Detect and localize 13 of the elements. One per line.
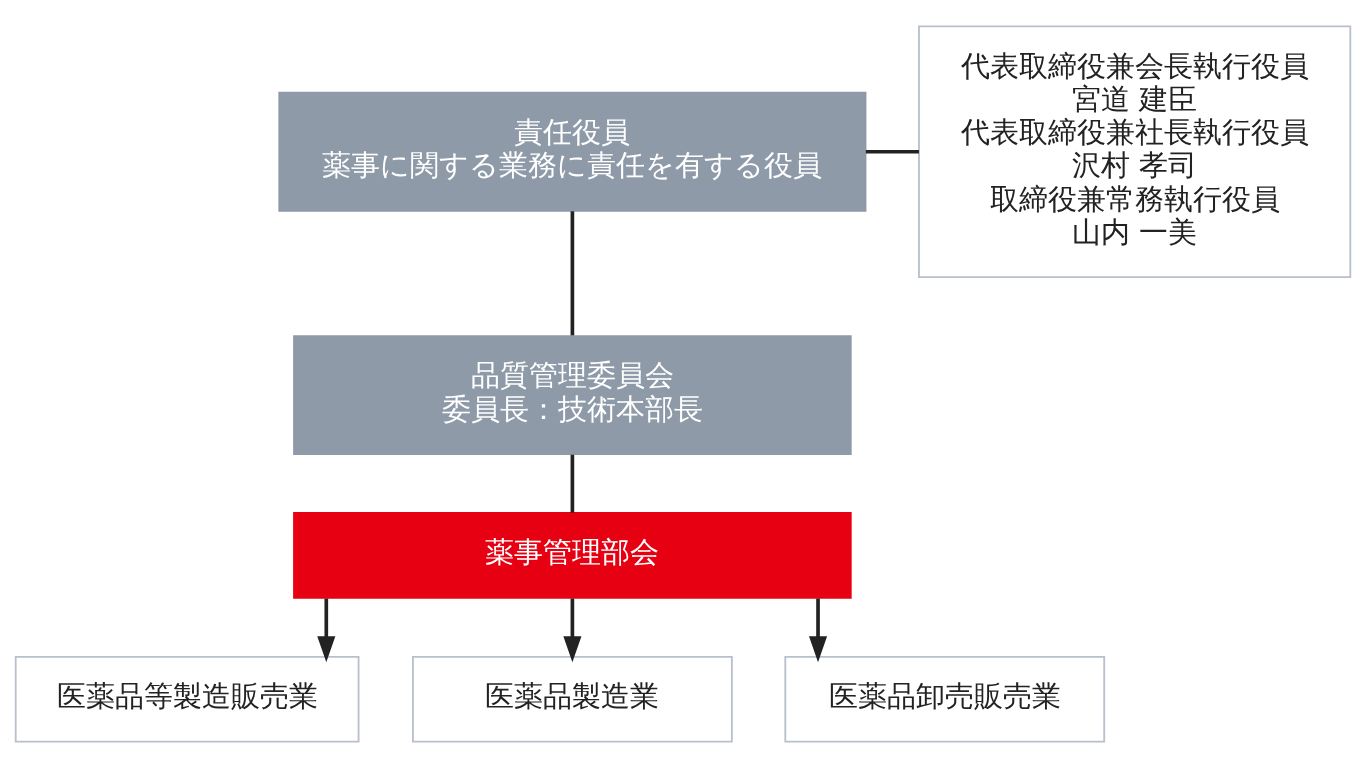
- node-box: 医薬品等製造販売業: [14, 655, 360, 743]
- node-box: 品質管理委員会 委員長：技術本部長: [293, 335, 852, 455]
- arrow: [809, 598, 828, 663]
- node-box: 薬事管理部会: [293, 512, 852, 599]
- node-box: 医薬品卸売販売業: [784, 655, 1106, 743]
- node-box: 代表取締役兼会長執行役員 宮道 建臣 代表取締役兼社長執行役員 沢村 孝司 取締役兼常務執行役員 山内 一美: [918, 25, 1352, 278]
- node-box: 責任役員 薬事に関する業務に責任を有する役員: [278, 91, 867, 212]
- connector: [570, 211, 575, 336]
- node-box: 医薬品製造業: [412, 655, 733, 743]
- arrow: [563, 598, 582, 663]
- connector: [865, 149, 919, 154]
- connector: [570, 454, 575, 513]
- arrow: [317, 598, 336, 663]
